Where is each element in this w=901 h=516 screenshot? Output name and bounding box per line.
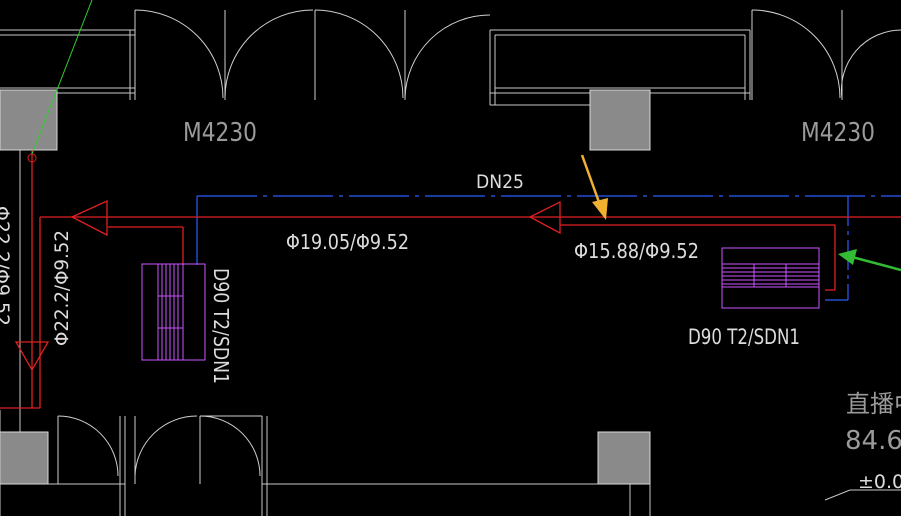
room-name: 直播中	[846, 390, 901, 418]
door-tag-right: M4230	[801, 118, 875, 148]
flow-arrow-center-icon	[528, 200, 561, 235]
water-pipe-dn25	[196, 195, 901, 301]
green-arrow-icon	[838, 249, 901, 272]
room-area: 84.6	[845, 426, 901, 456]
top-door-swings	[134, 9, 901, 100]
bottom-wall	[0, 150, 651, 516]
elevation-label: ±0.0	[858, 471, 901, 493]
flow-arrow-down-icon	[14, 341, 50, 372]
yellow-arrow-icon	[580, 154, 608, 220]
indoor-unit-right[interactable]	[721, 247, 820, 309]
green-leader-line	[31, 0, 93, 155]
column-bottom-left	[0, 431, 49, 485]
indoor-unit-left[interactable]	[141, 263, 206, 361]
column-top-left	[0, 89, 58, 151]
flow-arrow-left-icon	[70, 199, 108, 237]
refrigerant-pipe	[0, 150, 901, 409]
pipe-size-edge: Φ22.2/Φ9.52	[0, 206, 13, 326]
bottom-door-swings	[57, 415, 262, 484]
pipe-size-vertical: Φ22.2/Φ9.52	[51, 230, 73, 346]
door-tag-left: M4230	[183, 118, 257, 148]
water-pipe-label: DN25	[476, 171, 524, 193]
elevation-marker	[824, 489, 901, 501]
unit-label-right: D90 T2/SDN1	[688, 325, 800, 349]
pipe-size-right: Φ15.88/Φ9.52	[574, 239, 699, 263]
pipe-size-main: Φ19.05/Φ9.52	[286, 230, 409, 254]
column-top-center	[589, 89, 651, 151]
column-bottom-right	[597, 431, 651, 485]
unit-label-left: D90 T2/SDN1	[209, 268, 233, 384]
